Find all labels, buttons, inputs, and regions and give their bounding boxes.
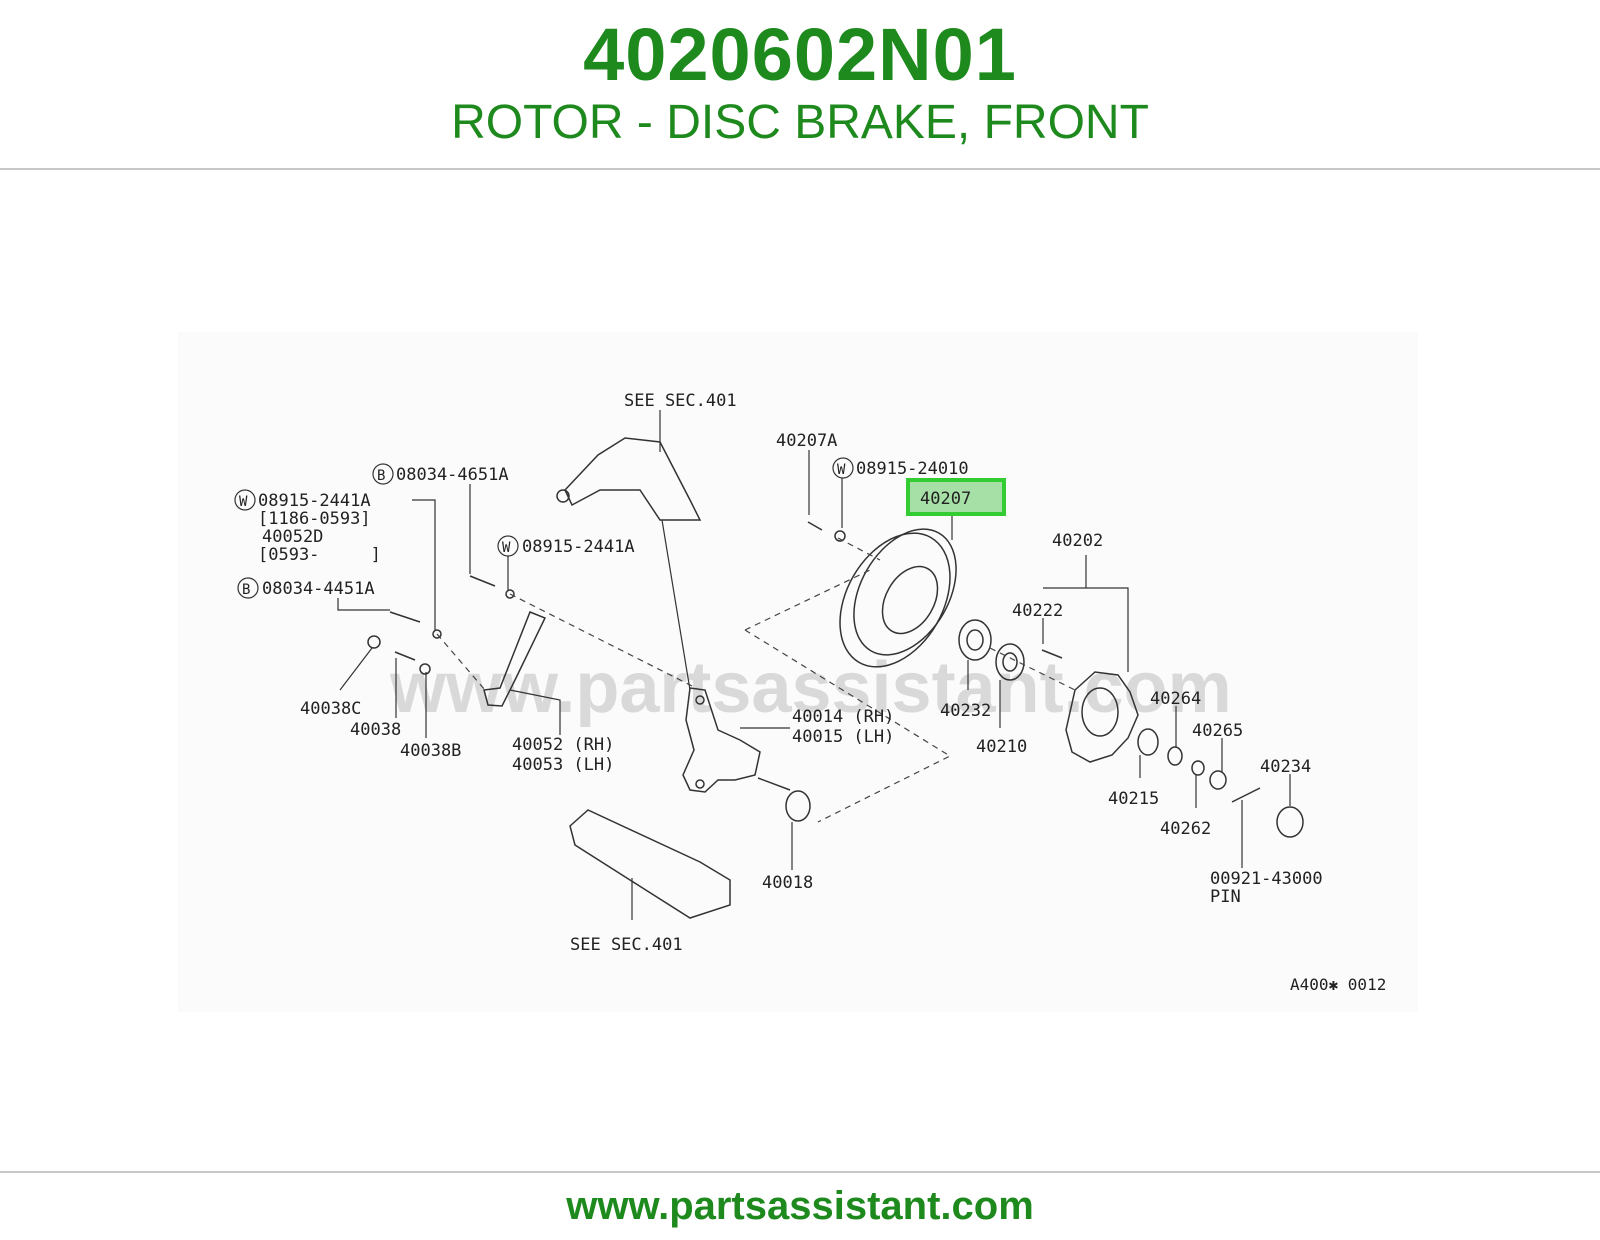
leader-40202	[1043, 555, 1129, 672]
marker-circle-w-2441A-2	[497, 535, 519, 557]
diagram-ref-code: A400✱ 0012	[1290, 975, 1386, 994]
bolt-40207A	[807, 521, 823, 531]
label-40038C[interactable]: 40038C	[300, 699, 361, 719]
bearing-40232	[958, 619, 992, 661]
label-08915-2441A-2[interactable]: 08915-2441A	[522, 537, 635, 557]
marker-w-2441A-1: W	[239, 494, 248, 510]
watermark: www.partsassistant.com	[389, 648, 1232, 728]
seal-40215	[1137, 728, 1159, 756]
label-40222[interactable]: 40222	[1012, 601, 1063, 621]
leader-40052	[509, 689, 561, 735]
bolt-40222	[1041, 649, 1063, 659]
marker-circle-w-2441A-1	[234, 489, 256, 511]
bearing-40210	[995, 643, 1025, 681]
washer-08915-2441A-a	[505, 589, 515, 599]
knuckle-hole-top	[695, 695, 705, 705]
wheel-hub	[1065, 671, 1139, 763]
washer-08915-24010	[834, 530, 846, 542]
upper-arm-bushing	[556, 489, 570, 503]
label-40014-rh[interactable]: 40014 (RH)	[792, 707, 894, 727]
hub-center	[1081, 687, 1119, 737]
label-00921-43000[interactable]: 00921-43000	[1210, 869, 1323, 889]
label-40038[interactable]: 40038	[350, 720, 401, 740]
label-40053-lh[interactable]: 40053 (LH)	[512, 755, 614, 775]
knuckle-hole-bottom	[695, 779, 705, 789]
label-40262[interactable]: 40262	[1160, 819, 1211, 839]
label-40232[interactable]: 40232	[940, 701, 991, 721]
label-08034-4451A[interactable]: 08034-4451A	[262, 579, 375, 599]
brake-rotor-face	[853, 528, 957, 656]
label-40215[interactable]: 40215	[1108, 789, 1159, 809]
dash-line-bolt	[837, 537, 881, 561]
label-40038B[interactable]: 40038B	[400, 741, 461, 761]
label-08915-24010[interactable]: 08915-24010	[856, 459, 969, 479]
knuckle-arm	[483, 611, 547, 707]
label-40265[interactable]: 40265	[1192, 721, 1243, 741]
leader-08915-2441A-a	[412, 499, 436, 630]
label-40202[interactable]: 40202	[1052, 531, 1103, 551]
dash-line-arm	[436, 593, 701, 691]
marker-b-4451A: B	[242, 582, 250, 598]
dash-line-rotor	[744, 569, 952, 823]
bearing-40232-inner	[966, 629, 984, 651]
washer-40264	[1167, 746, 1183, 766]
header-divider	[0, 168, 1600, 170]
bolt-08034-4451A	[389, 611, 421, 623]
part-number: 4020602N01	[583, 13, 1017, 96]
label-range-0593: [0593- ]	[258, 545, 381, 565]
label-40018[interactable]: 40018	[762, 873, 813, 893]
washer-40038B	[419, 663, 431, 675]
bolt-08034-4651A	[469, 575, 496, 587]
page-header: 4020602N01 ROTOR - DISC BRAKE, FRONT	[0, 0, 1600, 168]
marker-circle-b-4651A	[372, 463, 394, 485]
nut-40038C	[367, 635, 381, 649]
nut-40262	[1191, 760, 1205, 776]
marker-circle-b-4451A	[237, 577, 259, 599]
bearing-40210-inner	[1002, 652, 1018, 672]
marker-b-4651A: B	[377, 468, 385, 484]
highlight-box-40207[interactable]	[906, 478, 1006, 516]
footer-divider	[0, 1171, 1600, 1173]
label-40052D[interactable]: 40052D	[262, 527, 323, 547]
cap-40234	[1276, 806, 1304, 838]
label-40207A[interactable]: 40207A	[776, 431, 837, 451]
marker-w-2441A-2: W	[502, 540, 511, 556]
bolt-40038	[394, 651, 416, 661]
pin-00921-43000	[1231, 787, 1261, 803]
label-40015-lh[interactable]: 40015 (LH)	[792, 727, 894, 747]
lock-40265	[1209, 770, 1227, 790]
label-40210[interactable]: 40210	[976, 737, 1027, 757]
leader-08034-4451A	[337, 598, 390, 611]
brake-rotor-hub	[881, 565, 939, 635]
label-see-sec-top[interactable]: SEE SEC.401	[624, 391, 737, 411]
label-pin: PIN	[1210, 887, 1241, 907]
steering-knuckle	[682, 687, 761, 793]
seal-40018	[785, 790, 811, 822]
footer-site-link[interactable]: www.partsassistant.com	[566, 1184, 1034, 1228]
label-08915-2441A-1[interactable]: 08915-2441A	[258, 491, 371, 511]
label-range-1186-0593: [1186-0593]	[258, 509, 371, 529]
washer-08915-2441A-b	[432, 629, 442, 639]
label-40264[interactable]: 40264	[1150, 689, 1201, 709]
label-40052-rh[interactable]: 40052 (RH)	[512, 735, 614, 755]
marker-w-24010: W	[837, 462, 846, 478]
leader-40038C	[339, 647, 373, 691]
dash-line-hub	[989, 647, 1076, 691]
marker-circle-w-24010	[832, 457, 854, 479]
label-08034-4651A[interactable]: 08034-4651A	[396, 465, 509, 485]
spindle	[757, 777, 791, 791]
label-40207[interactable]: 40207	[920, 489, 971, 509]
upper-control-arm	[564, 437, 702, 521]
leader-knuckle-upper	[661, 519, 691, 691]
diagram-backdrop	[178, 332, 1418, 1012]
label-see-sec-bottom[interactable]: SEE SEC.401	[570, 935, 683, 955]
lower-shield	[569, 809, 731, 919]
part-name: ROTOR - DISC BRAKE, FRONT	[451, 96, 1149, 149]
label-40234[interactable]: 40234	[1260, 757, 1311, 777]
